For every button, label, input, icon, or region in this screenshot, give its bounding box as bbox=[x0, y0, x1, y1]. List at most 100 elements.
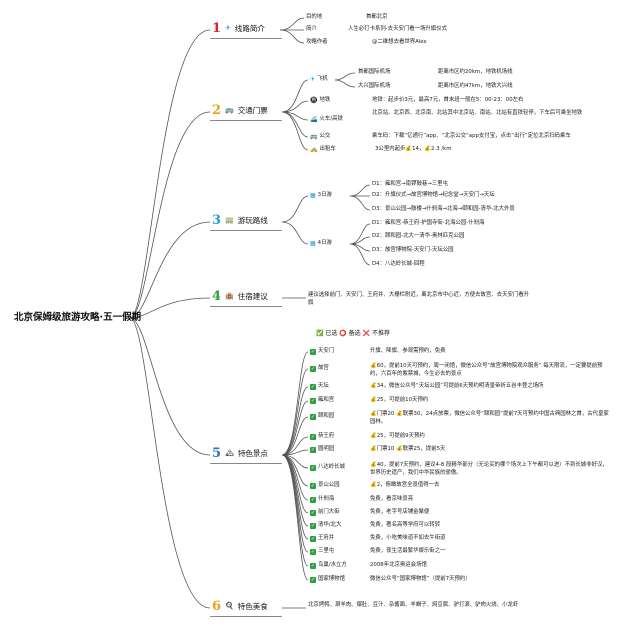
plan-item: D3：景山公园→鼓楼→什刹海→北海→颐和园-清华-北大外景 bbox=[372, 206, 515, 212]
mountain-icon: 🏔 bbox=[225, 449, 234, 457]
check-icon: ✓ bbox=[310, 414, 316, 420]
section-number: 4 bbox=[212, 289, 222, 304]
plan-item: D3：故宫博物院-天安门-天坛公园 bbox=[372, 247, 454, 253]
bus-label: 🚌公交 bbox=[310, 133, 331, 140]
attraction-desc: 微信公众号“国家博物馆”（提前7天预约） bbox=[370, 576, 471, 582]
check-icon: ✓ bbox=[310, 366, 316, 372]
check-icon: ✓ bbox=[310, 549, 316, 555]
attraction-desc: 💰40，提前7天预约，建议4-8 段精华部分（无论买的哪个场次上下午都可以进）不… bbox=[370, 462, 608, 476]
attraction-desc: 免费，著名高等学府可以转转 bbox=[370, 522, 441, 528]
taxi-desc: 3公里内起步💰14，💰2.3 /km bbox=[375, 146, 452, 152]
check-icon: ✓ bbox=[310, 510, 316, 516]
row-value: 人生必打卡系列-去天安门看一场升旗仪式 bbox=[348, 26, 447, 32]
airport-desc: 距离市区约47km，地铁大兴线 bbox=[438, 83, 513, 89]
attraction-desc: 免费，老字号店铺金聚便 bbox=[370, 509, 430, 515]
attraction-name: ✓天安门 bbox=[310, 348, 335, 355]
plan-4day: ▦4日游 bbox=[310, 240, 332, 247]
attraction-name: ✓景山公园 bbox=[310, 482, 340, 489]
check-icon: ✓ bbox=[310, 447, 316, 453]
attraction-desc: 💰门票20 💰联票30，24点放票，微信公众号“颐和园”提前7天可预约中国古典园… bbox=[370, 411, 609, 425]
attraction-name: ✓前门大街 bbox=[310, 509, 340, 516]
airport-desc: 距离市区约20km，地铁机场线 bbox=[438, 69, 513, 75]
section-1-node[interactable]: 1 ✈ 线路简介 bbox=[212, 22, 265, 35]
attraction-desc: 免费，看京味景亮 bbox=[370, 496, 414, 502]
section-6-node[interactable]: 6 🍳 特色美食 bbox=[212, 600, 268, 613]
tram-icon: 🚃 bbox=[225, 216, 234, 224]
attraction-desc: 2008年北京奥运会场馆 bbox=[370, 562, 427, 568]
airport-name: 首都国际机场 bbox=[358, 69, 391, 75]
plan-3day: ▦3日游 bbox=[310, 192, 332, 199]
row-label: 攻略作者 bbox=[306, 39, 328, 45]
row-value: 首都北京 bbox=[366, 14, 388, 20]
attraction-name: ✓恭王府 bbox=[310, 433, 335, 440]
calendar-icon: ▦ bbox=[310, 240, 316, 247]
attraction-desc: 升旗、降旗、参观需预约，免费 bbox=[370, 348, 446, 354]
flight-label: ✈飞机 bbox=[310, 76, 328, 83]
plan-item: D1：雍和宫-恭王府-护国寺街-北海公园-什刹海 bbox=[372, 220, 485, 226]
section-3-node[interactable]: 3 🚃 游玩路线 bbox=[212, 214, 268, 227]
attraction-name: ✓故宫 bbox=[310, 365, 329, 372]
food-icon: 🍳 bbox=[225, 602, 234, 610]
section-4-underline bbox=[210, 306, 282, 307]
airplane-icon: ✈ bbox=[310, 76, 316, 83]
section-title: 住宿建议 bbox=[237, 291, 268, 301]
lodging-advice: 建议选择前门、天安门、王府井、大栅栏附近，离北京市中心近，方便去故宫、去天安门看… bbox=[308, 292, 530, 306]
section-5-node[interactable]: 5 🏔 特色景点 bbox=[212, 447, 268, 460]
attraction-name: ✓王府井 bbox=[310, 535, 335, 542]
check-icon: ✓ bbox=[310, 398, 316, 404]
attraction-desc: 💰25，可提前9天预约 bbox=[370, 433, 425, 439]
food-list: 北京烤鸭、涮羊肉、爆肚、豆汁、杂酱面、羊蝎子、焖豆腐、驴打滚、驴肉火烧、小龙虾 bbox=[308, 602, 519, 608]
attraction-desc: 💰34，微信公众号“天坛公园”可提前6天预约明清皇帝祈五谷丰登之场所 bbox=[370, 383, 544, 389]
section-5-underline bbox=[210, 463, 282, 464]
taxi-icon: 🚕 bbox=[310, 146, 318, 153]
legend: ✅ 已选 ⭕ 备选 ❌ 不推荐 bbox=[316, 330, 390, 337]
check-icon: ✓ bbox=[310, 563, 316, 569]
metro-icon: 🚇 bbox=[310, 97, 318, 104]
section-number: 2 bbox=[212, 103, 222, 118]
bus-icon: 🚌 bbox=[310, 133, 318, 140]
section-4-node[interactable]: 4 🏨 住宿建议 bbox=[212, 290, 268, 303]
attraction-desc: 💰60，提前10天可预约，周一闭馆，微信公众号“故宫博物院观众服务” 每天限流，… bbox=[370, 363, 603, 377]
plan-item: D2：升旗仪式→故宫博物馆→纪念堂→天安门→天坛 bbox=[372, 192, 495, 198]
attraction-name: ✓国家博物馆 bbox=[310, 576, 345, 583]
attraction-name: ✓鸟巢/水立方 bbox=[310, 562, 347, 569]
attraction-desc: 💰25，可提前10天预约 bbox=[370, 397, 429, 403]
taxi-label: 🚕出租车 bbox=[310, 146, 336, 153]
attraction-desc: 💰门票10 💰联票25，提前5天 bbox=[370, 446, 446, 452]
check-icon: ✓ bbox=[310, 497, 316, 503]
bus-desc: 乘车码：下载“亿通行”app、“北京公交”app支付宝，点击“出行”定位北京扫码… bbox=[372, 133, 571, 139]
section-3-underline bbox=[210, 230, 282, 231]
section-2-node[interactable]: 2 🚌 交通门票 bbox=[212, 104, 268, 117]
check-icon: ✓ bbox=[310, 384, 316, 390]
section-6-underline bbox=[210, 616, 282, 617]
plan-item: D1：雍和宫→南锣鼓巷→三里屯 bbox=[372, 181, 448, 187]
section-number: 6 bbox=[212, 599, 222, 614]
airplane-icon: ✈ bbox=[225, 24, 231, 32]
check-icon: ✓ bbox=[310, 483, 316, 489]
section-title: 交通门票 bbox=[237, 105, 268, 115]
section-title: 游玩路线 bbox=[237, 215, 268, 225]
attraction-name: ✓八达岭长城 bbox=[310, 464, 345, 471]
attraction-name: ✓天坛 bbox=[310, 383, 329, 390]
check-icon: ✓ bbox=[310, 434, 316, 440]
attraction-name: ✓什刹海 bbox=[310, 496, 335, 503]
row-label: 简介 bbox=[306, 26, 317, 32]
attraction-desc: 免费，小吃美味道不如去牛街道 bbox=[370, 535, 446, 541]
section-number: 3 bbox=[212, 213, 222, 228]
section-title: 特色美食 bbox=[237, 601, 268, 611]
train-desc: 北京站、北京西、北京南、北站其中北京站、南站、北站有直铁轻停，下车后可乘坐地铁 bbox=[372, 110, 583, 116]
hotel-icon: 🏨 bbox=[225, 292, 234, 300]
attraction-name: ✓雍和宫 bbox=[310, 397, 335, 404]
check-icon: ✓ bbox=[310, 536, 316, 542]
calendar-icon: ▦ bbox=[310, 192, 316, 199]
train-icon: 🚄 bbox=[310, 116, 318, 123]
attraction-name: ✓清华/北大 bbox=[310, 522, 342, 529]
check-icon: ✓ bbox=[310, 465, 316, 471]
section-number: 5 bbox=[212, 446, 222, 461]
row-label: 目的地 bbox=[306, 14, 323, 20]
train-label: 🚄火车/高铁 bbox=[310, 116, 343, 123]
check-icon: ✓ bbox=[310, 577, 316, 583]
attraction-name: ✓颐和园 bbox=[310, 413, 335, 420]
section-1-underline bbox=[210, 38, 282, 39]
